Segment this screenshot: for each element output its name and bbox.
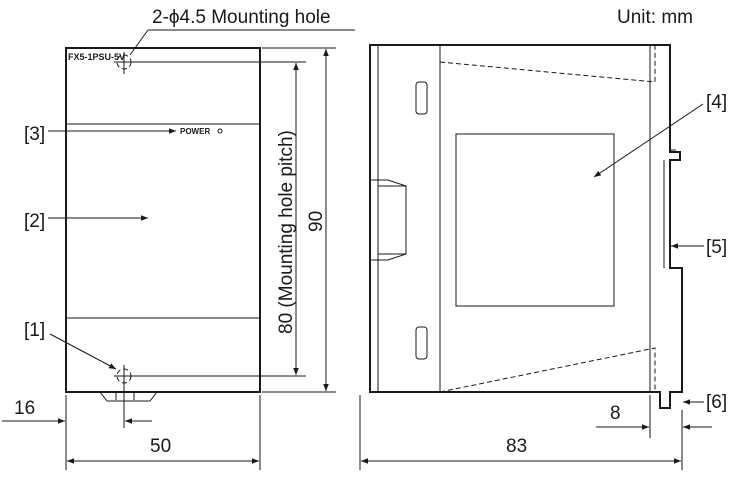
side-body [369,44,683,409]
din-latch [99,391,158,402]
unit-label: Unit: mm [617,7,693,28]
callout-4: [4] [706,92,727,113]
power-led-icon [217,128,223,134]
power-label: POWER [180,127,210,136]
rating-label-area [455,133,615,307]
side-view [369,44,683,409]
width-50-dimension [67,395,261,470]
callout-1: [1] [24,320,45,341]
mounting-hole-leader [129,29,355,56]
rail-8-label: 8 [610,403,621,424]
top-mounting-hole-icon [114,52,134,74]
mounting-hole-label: 2-ϕ4.5 Mounting hole [152,7,331,28]
callout-1-arrow [49,333,117,370]
pitch-dimension [134,61,306,377]
front-view: FX5-1PSU-5V POWER [65,47,261,428]
callout-3: [3] [24,124,45,145]
depth-83-label: 83 [506,436,527,457]
height-label: 90 [306,211,327,232]
callout-4-arrow [593,103,704,178]
vent-slot-bottom [415,326,428,360]
hidden-line-bottom [439,347,656,393]
offset-16-label: 16 [14,398,35,419]
rail-8-dimension [596,395,712,470]
model-label: FX5-1PSU-5V [68,52,125,62]
height-dimension [262,47,336,393]
depth-83-dimension [359,395,681,470]
offset-16-dimension [2,395,152,470]
hidden-line-top [439,45,656,83]
side-clip [370,179,407,261]
callout-6: [6] [706,392,727,413]
front-body [65,47,261,393]
width-50-label: 50 [150,436,171,457]
callout-2: [2] [24,211,45,232]
vent-slot-top [415,81,428,115]
pitch-label: 80 (Mounting hole pitch) [276,130,297,334]
bottom-mounting-hole-icon [114,365,134,428]
callout-5: [5] [706,237,727,258]
